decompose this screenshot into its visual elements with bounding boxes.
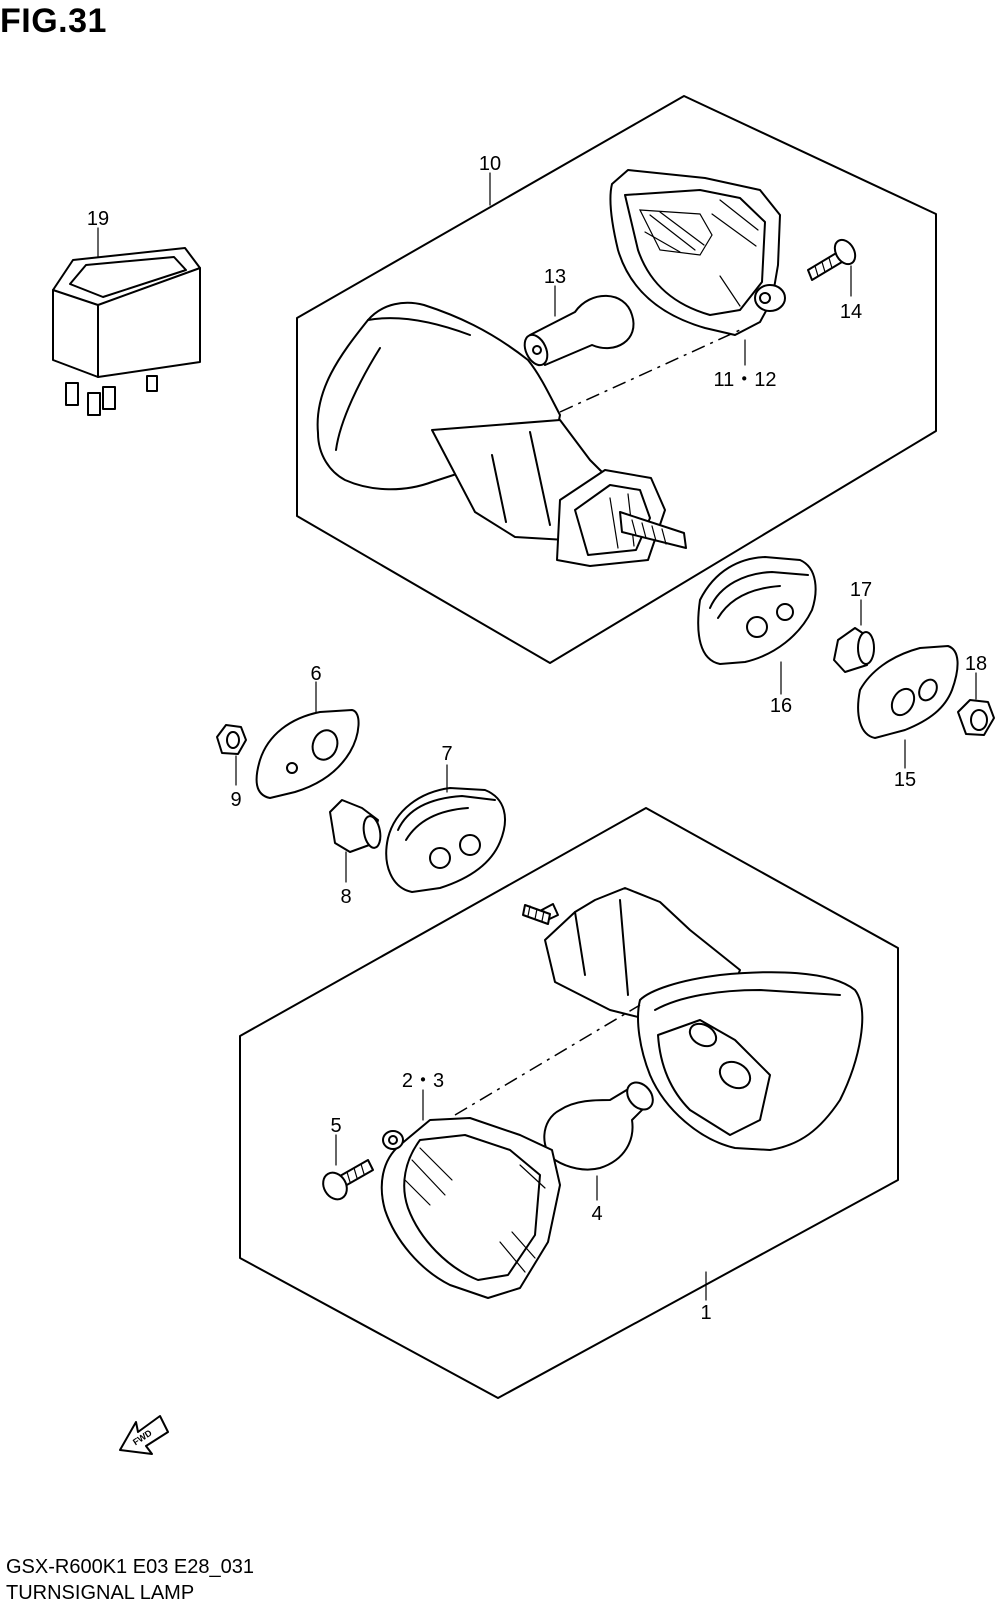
- callout-15: 15: [894, 769, 916, 791]
- callout-5: 5: [330, 1115, 341, 1137]
- callout-19: 19: [87, 208, 109, 230]
- assembly-box-lower: [239, 807, 899, 1399]
- callout-16: 16: [770, 695, 792, 717]
- callout-1: 1: [700, 1302, 711, 1324]
- part-16-cushion: [697, 556, 817, 695]
- callout-18: 18: [965, 653, 987, 675]
- callout-17: 17: [850, 579, 872, 601]
- callout-2-3: 2・3: [402, 1070, 444, 1092]
- fwd-arrow-icon: FWD: [119, 1415, 169, 1455]
- part-17-collar: [833, 599, 875, 673]
- part-5-screw: [322, 1134, 374, 1201]
- callout-8: 8: [340, 886, 351, 908]
- part-2-3-lens: [380, 1089, 561, 1299]
- callout-7: 7: [441, 743, 452, 765]
- section-name: TURNSIGNAL LAMP: [6, 1582, 195, 1604]
- part-11-12-lens: [609, 169, 786, 366]
- callout-4: 4: [591, 1203, 602, 1225]
- assembly-box-upper: [296, 95, 937, 664]
- part-19-relay: [52, 227, 201, 416]
- part-8-collar: [329, 799, 382, 883]
- figure-title: FIG.31: [0, 2, 107, 40]
- callout-13: 13: [544, 266, 566, 288]
- callout-11-12: 11・12: [713, 369, 776, 391]
- part-9-nut: [216, 724, 247, 786]
- part-1-housing: [522, 887, 864, 1301]
- part-15-plate: [857, 645, 959, 769]
- callout-14: 14: [840, 301, 862, 323]
- part-13-bulb: [523, 285, 635, 367]
- callout-10: 10: [479, 153, 501, 175]
- part-14-screw: [807, 238, 857, 297]
- callout-9: 9: [230, 789, 241, 811]
- part-18-nut: [957, 672, 995, 736]
- part-4-bulb: [543, 1081, 654, 1201]
- part-6-plate: [255, 681, 360, 799]
- model-code: GSX-R600K1 E03 E28_031: [6, 1556, 254, 1578]
- callout-6: 6: [310, 663, 321, 685]
- part-7-cushion: [385, 764, 506, 893]
- part-10-housing: [316, 172, 687, 567]
